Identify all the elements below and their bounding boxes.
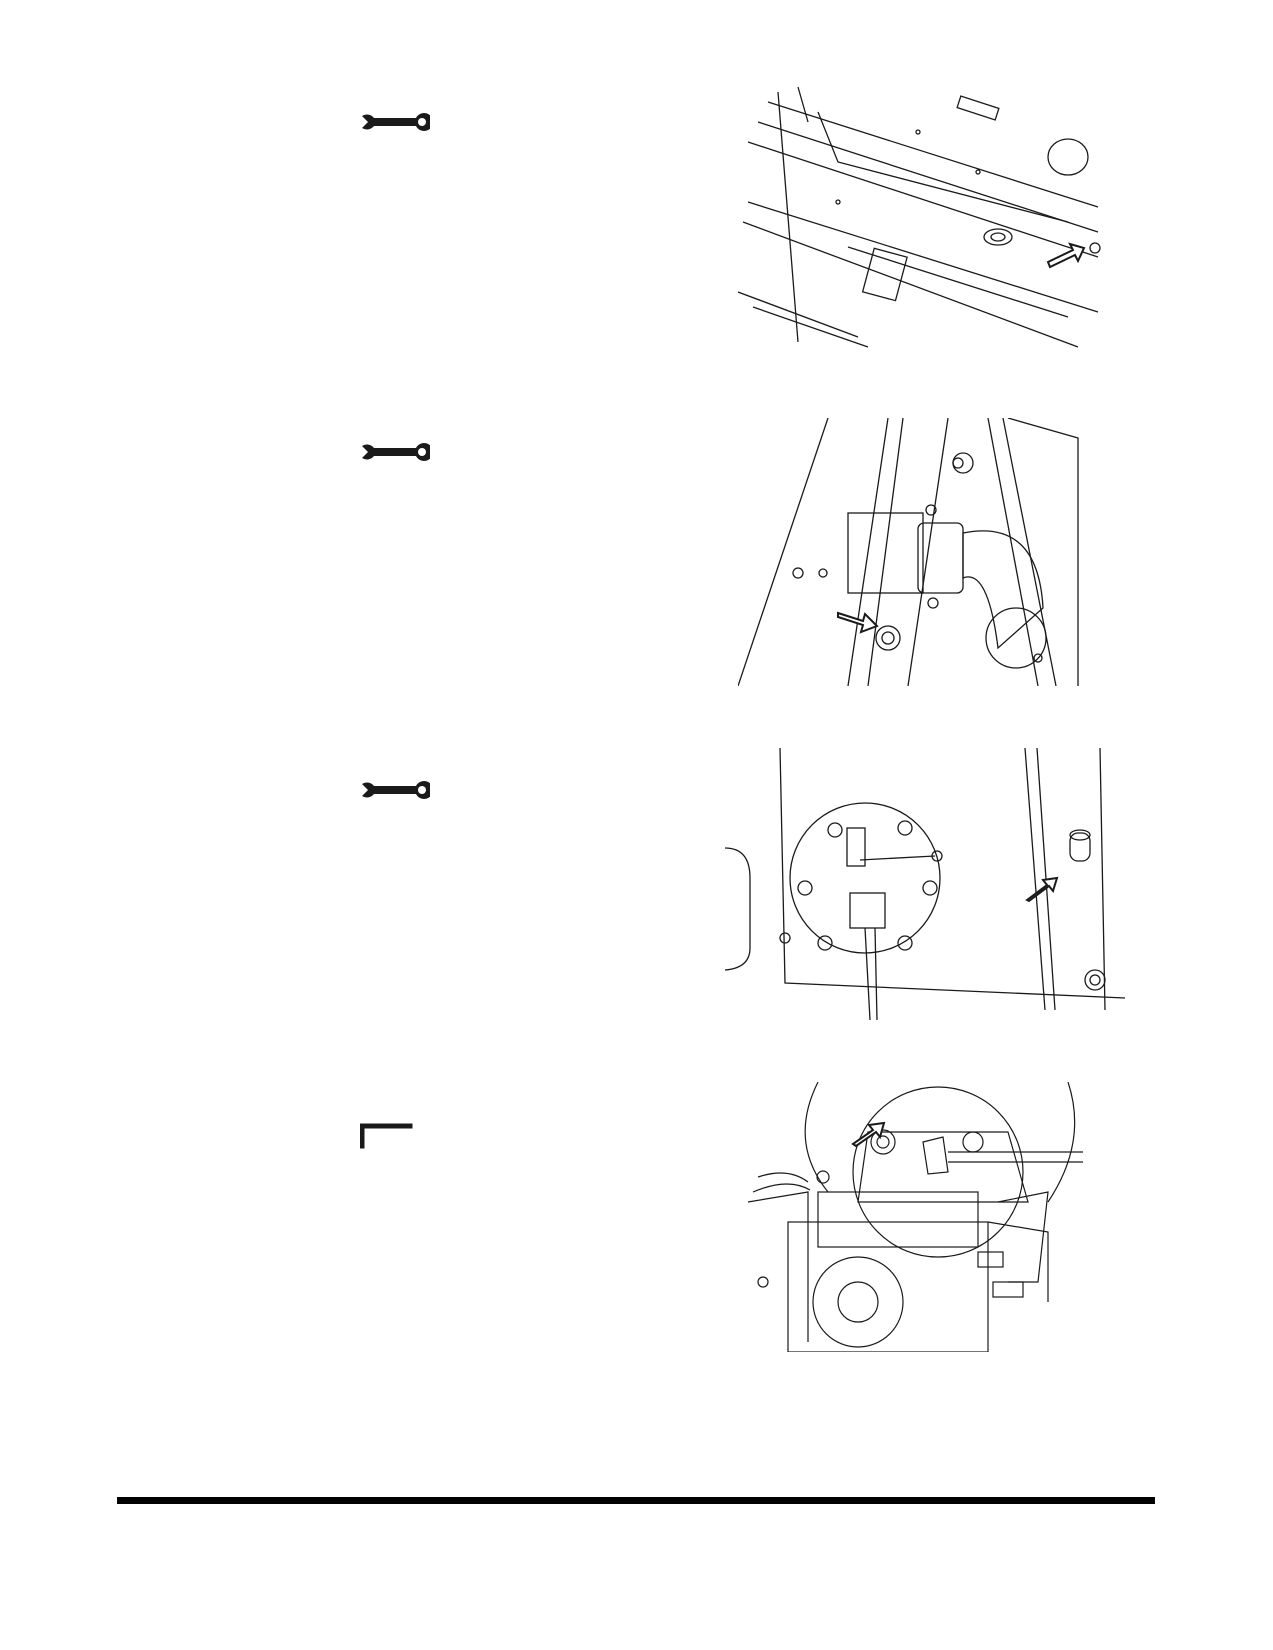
drain-plug-pipe-figure bbox=[738, 418, 1110, 686]
pump-plug-figure bbox=[748, 1082, 1083, 1352]
allen-key-icon bbox=[359, 1120, 420, 1155]
wrench-icon bbox=[360, 110, 434, 149]
drain-plug-top-figure bbox=[738, 82, 1110, 352]
wrench-icon bbox=[360, 778, 434, 817]
footer-rule bbox=[117, 1497, 1155, 1504]
drain-plug-side-figure bbox=[725, 748, 1125, 1020]
wrench-icon bbox=[360, 440, 434, 479]
